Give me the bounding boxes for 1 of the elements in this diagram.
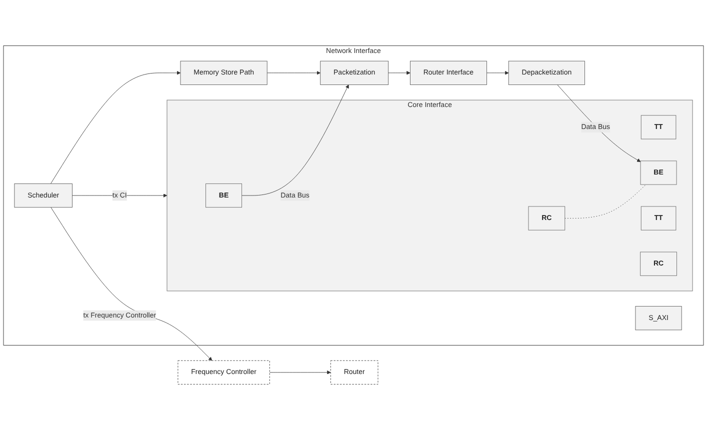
connector	[564, 184, 646, 218]
